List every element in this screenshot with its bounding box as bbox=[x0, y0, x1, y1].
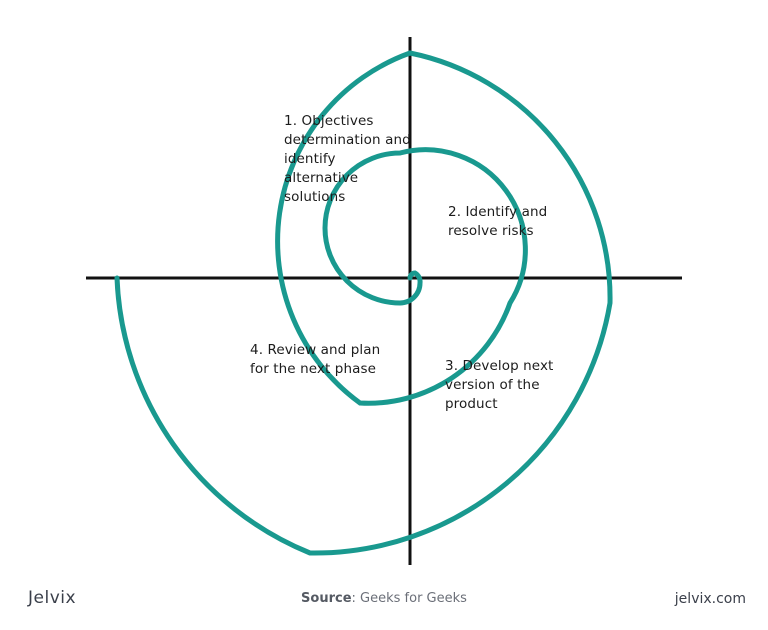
footer: Jelvix Source: Geeks for Geeks jelvix.co… bbox=[0, 588, 768, 616]
source-credit: Source: Geeks for Geeks bbox=[0, 591, 768, 606]
source-value: : Geeks for Geeks bbox=[351, 591, 467, 606]
jelvix-logo: Jelvix bbox=[28, 588, 77, 608]
quadrant-1-label: 1. Objectives determination and identify… bbox=[284, 113, 411, 205]
spiral-curve bbox=[114, 50, 613, 556]
source-label: Source bbox=[301, 591, 352, 606]
quadrant-3-label: 3. Develop next version of the product bbox=[445, 358, 554, 412]
site-url: jelvix.com bbox=[674, 591, 746, 607]
quadrant-2-label: 2. Identify and resolve risks bbox=[448, 204, 548, 239]
quadrant-4-label: 4. Review and plan for the next phase bbox=[250, 342, 381, 377]
